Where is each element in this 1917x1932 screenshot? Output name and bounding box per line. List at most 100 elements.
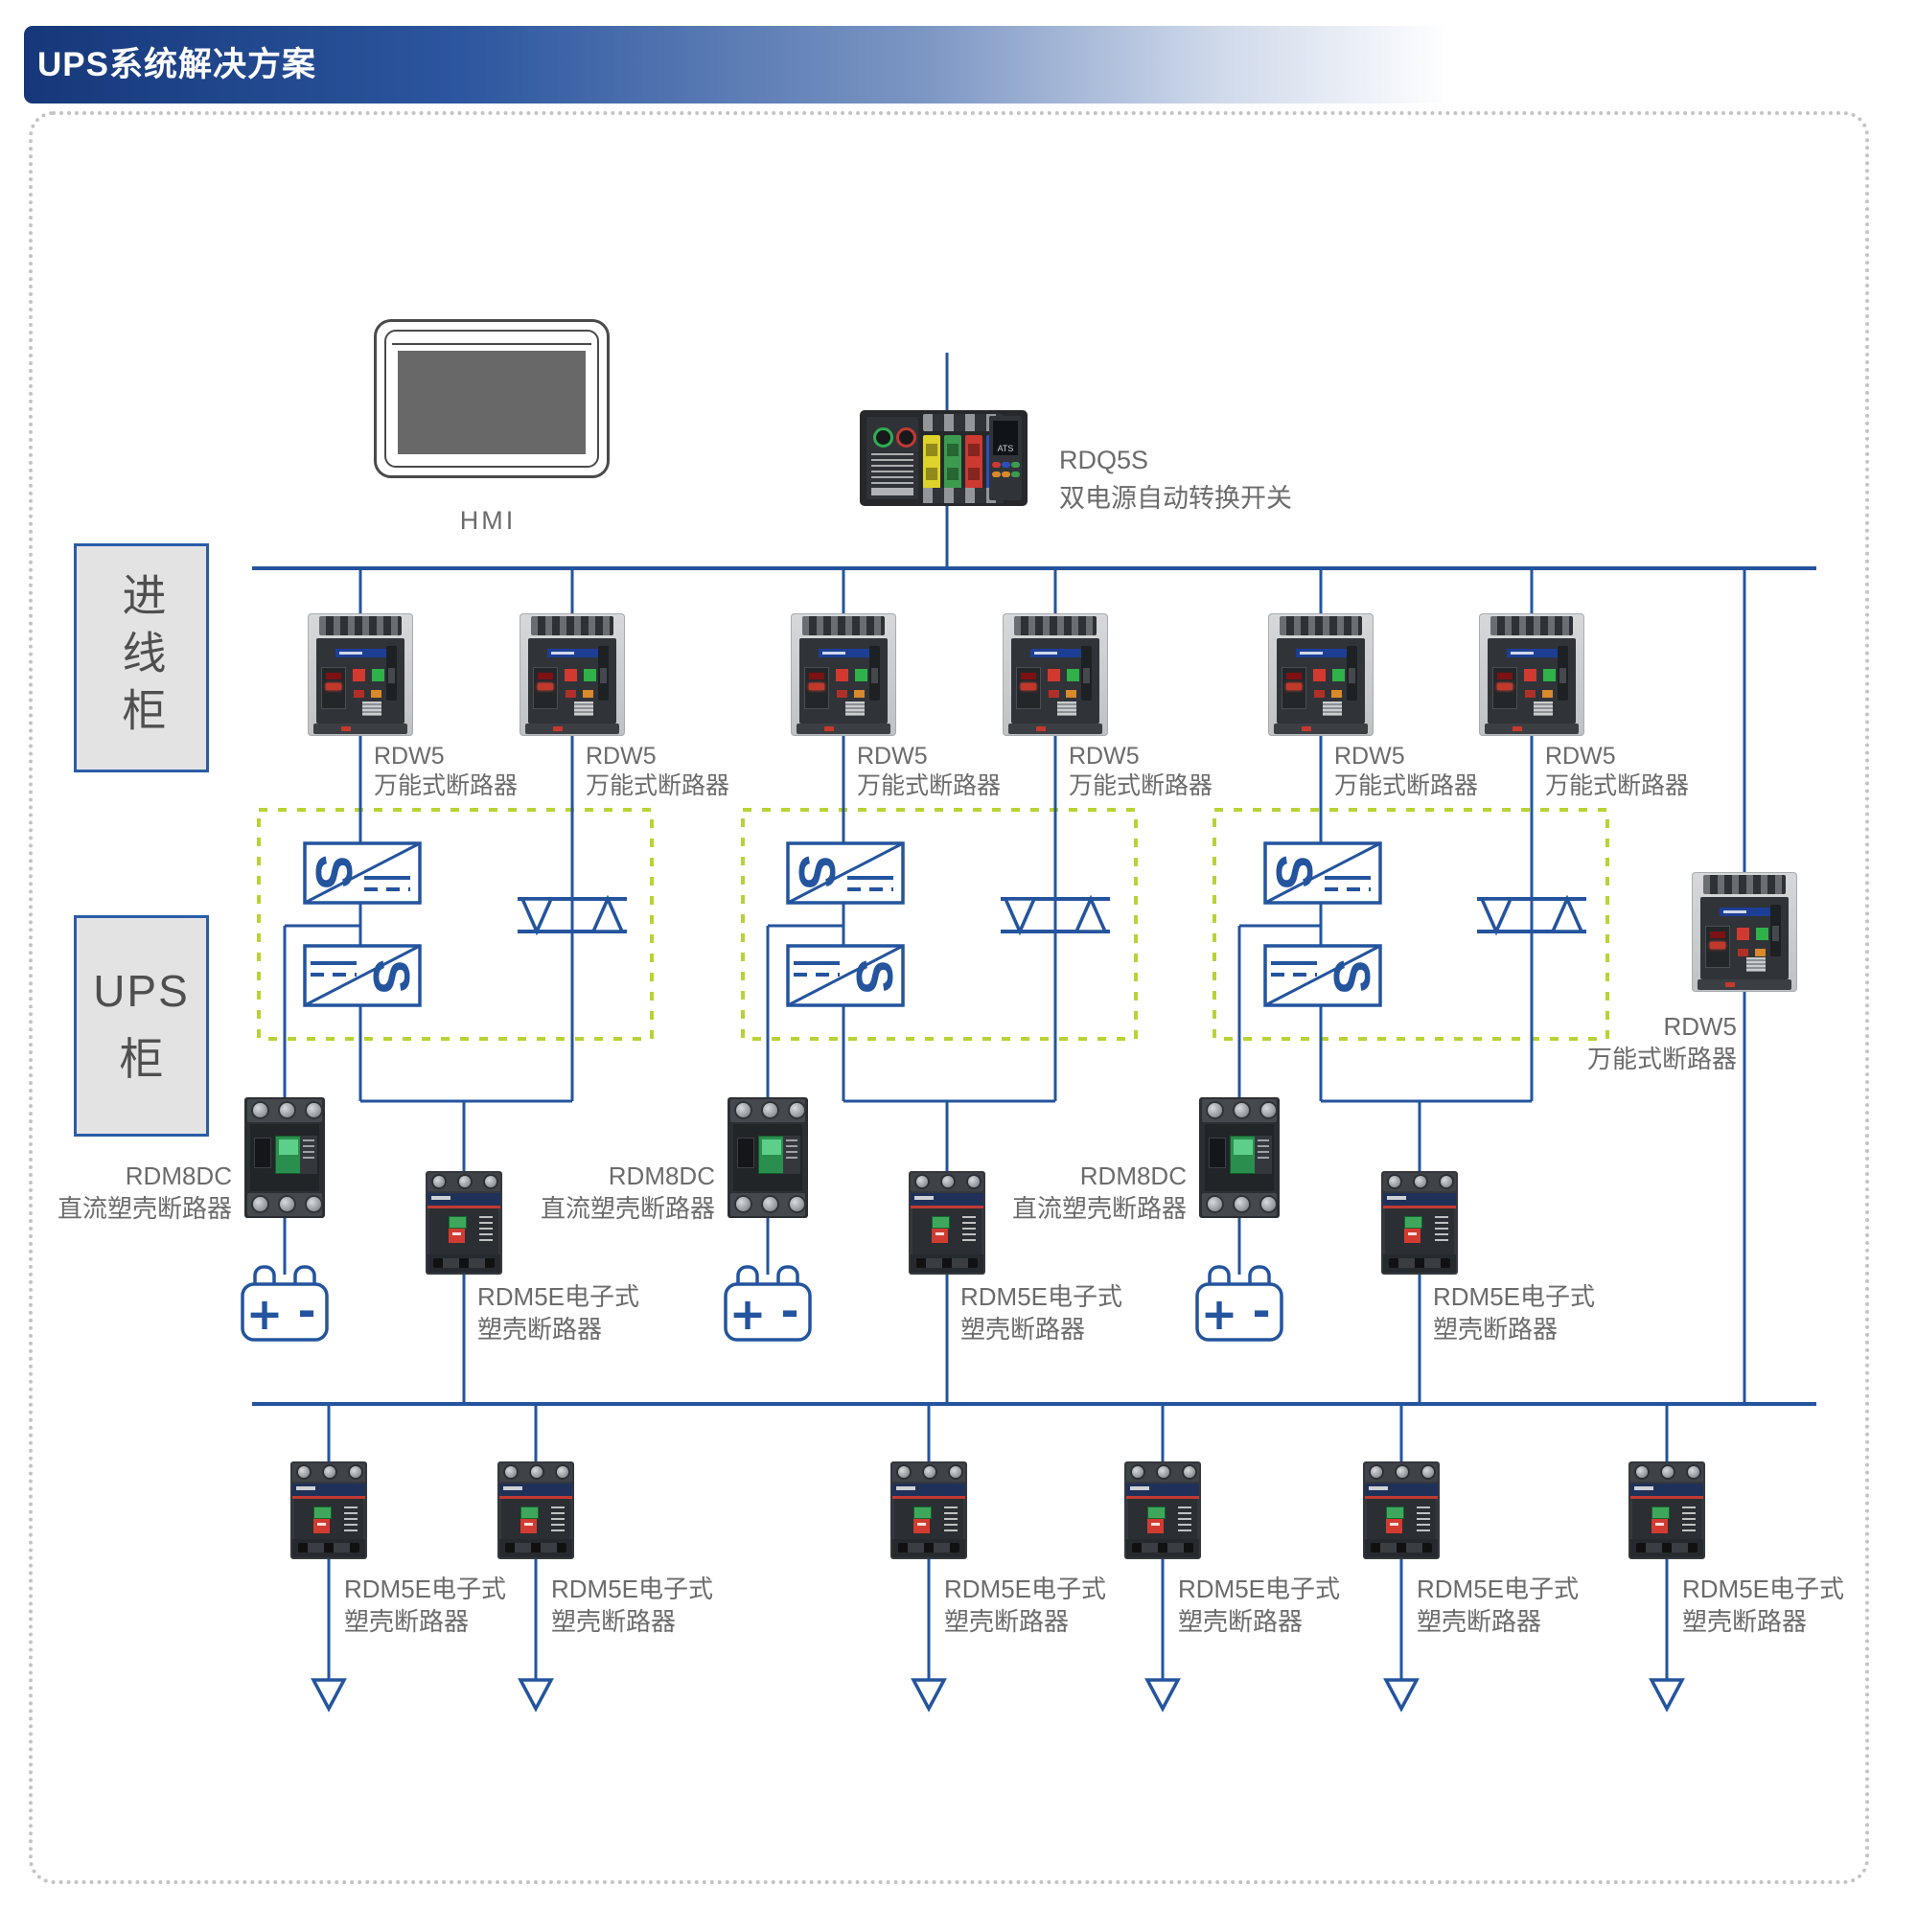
svg-text:S: S <box>305 855 362 889</box>
page-title: UPS系统解决方案 <box>37 46 316 83</box>
load-arrow <box>1649 1678 1685 1713</box>
page-title-bar: UPS系统解决方案 <box>24 26 1481 104</box>
ups-cabinet-label: UPS 柜 <box>74 915 209 1137</box>
ats-device: ATS <box>860 410 1028 506</box>
ups-module-dashed-box <box>257 808 654 1041</box>
rdm5e-breaker-device <box>290 1461 367 1559</box>
svg-text:S: S <box>845 959 903 994</box>
bypass-transformer-symbol <box>518 894 627 936</box>
battery-symbol: +- <box>724 1265 812 1342</box>
rdm5e-label: RDM5E电子式塑壳断路器 <box>1433 1282 1596 1344</box>
hmi-top-line <box>392 343 591 345</box>
rdm5e-breaker-device <box>909 1171 985 1275</box>
hmi-screen <box>398 351 586 454</box>
rectifier-symbol: S <box>1263 841 1382 905</box>
battery-symbol: +- <box>1195 1265 1283 1342</box>
ats-green-knob <box>873 427 893 448</box>
rdm5e-label: RDM5E电子式塑壳断路器 <box>1178 1575 1341 1636</box>
bypass-transformer-symbol <box>1477 894 1586 936</box>
rectifier-symbol: S <box>786 841 905 905</box>
battery-minus-sign: - <box>1252 1285 1270 1337</box>
hmi-screen-frame <box>384 330 599 468</box>
rdm8dc-breaker-device <box>1199 1097 1280 1218</box>
rdw5-breaker-device <box>1479 613 1584 736</box>
battery-plus-sign: + <box>729 1288 767 1340</box>
rdm5e-breaker-device <box>1381 1171 1458 1275</box>
ats-bottom-bar <box>871 488 913 495</box>
rdw5-breaker-device <box>1692 872 1797 992</box>
battery-plus-sign: + <box>246 1288 284 1340</box>
battery-plus-sign: + <box>1201 1288 1238 1340</box>
rdm5e-breaker-device <box>1628 1461 1705 1559</box>
ats-controller: ATS <box>989 416 1022 500</box>
ats-button <box>992 472 1001 477</box>
ats-controller-screen: ATS <box>993 421 1018 455</box>
rdm5e-label: RDM5E电子式塑壳断路器 <box>344 1575 507 1636</box>
ats-pole-green <box>944 435 961 491</box>
rdm5e-breaker-device <box>1363 1461 1440 1559</box>
ats-label: RDQ5S 双电源自动转换开关 <box>1059 446 1292 513</box>
rdm5e-label: RDM5E电子式塑壳断路器 <box>551 1575 714 1636</box>
svg-text:S: S <box>1323 959 1380 994</box>
bypass-transformer-symbol <box>1001 894 1110 936</box>
ats-label-text <box>871 453 913 484</box>
load-arrow <box>1383 1678 1420 1713</box>
ats-pole-red <box>965 435 982 491</box>
rdm8dc-breaker-device <box>728 1097 808 1218</box>
rdm5e-label: RDM5E电子式塑壳断路器 <box>1682 1575 1845 1636</box>
rdm5e-label: RDM5E电子式塑壳断路器 <box>1417 1575 1580 1636</box>
inverter-symbol: S <box>786 944 905 1007</box>
rectifier-symbol: S <box>303 841 422 905</box>
ats-terminals-top <box>923 414 1004 431</box>
incoming-cabinet-label: 进线柜 <box>74 543 209 772</box>
hmi-label: HMI <box>459 506 517 535</box>
inverter-symbol: S <box>1263 944 1382 1007</box>
ats-terminals-bottom <box>923 488 1004 503</box>
rdw5-breaker-device <box>308 613 413 736</box>
battery-minus-sign: - <box>780 1285 798 1337</box>
load-arrow <box>911 1678 947 1713</box>
hmi-panel <box>374 319 610 478</box>
rdw5-breaker-device <box>791 613 896 736</box>
svg-text:S: S <box>1265 855 1323 889</box>
load-arrow <box>1144 1678 1181 1713</box>
battery-symbol: +- <box>241 1265 329 1342</box>
ats-button <box>1011 472 1020 477</box>
svg-text:S: S <box>362 959 420 994</box>
rdm5e-label: RDM5E电子式塑壳断路器 <box>944 1575 1107 1636</box>
ats-pole-yellow <box>923 435 940 491</box>
rdm5e-breaker-device <box>1124 1461 1201 1559</box>
inverter-symbol: S <box>303 944 422 1007</box>
rdm5e-breaker-device <box>426 1171 502 1275</box>
rdm5e-label: RDM5E电子式塑壳断路器 <box>477 1282 640 1344</box>
load-arrow <box>311 1678 347 1713</box>
battery-minus-sign: - <box>297 1285 315 1337</box>
ats-button <box>1011 462 1020 468</box>
load-arrow <box>518 1678 554 1713</box>
svg-text:S: S <box>788 855 845 889</box>
rdw5-breaker-device <box>520 613 625 736</box>
diagram-border <box>29 111 1869 1884</box>
ats-red-knob <box>896 427 916 448</box>
ats-button <box>1002 472 1010 477</box>
rdm5e-label: RDM5E电子式塑壳断路器 <box>960 1282 1123 1344</box>
ats-control-panel <box>866 417 918 499</box>
rdw5-breaker-device <box>1268 613 1374 736</box>
ups-module-dashed-box <box>741 808 1138 1041</box>
ups-module-dashed-box <box>1213 808 1609 1041</box>
rdm5e-breaker-device <box>890 1461 967 1559</box>
ats-button <box>992 462 1001 468</box>
rdm5e-breaker-device <box>497 1461 574 1559</box>
